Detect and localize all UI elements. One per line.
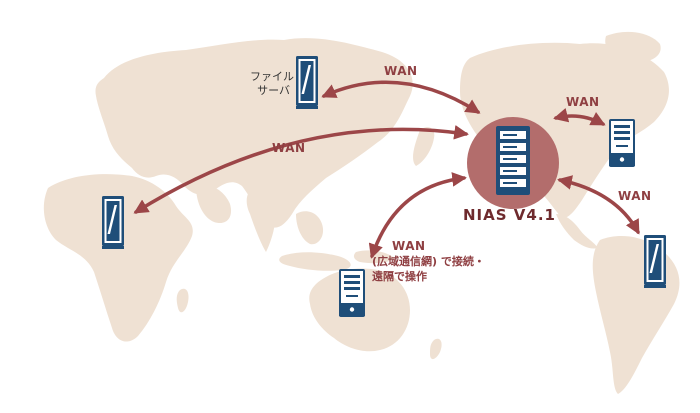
wan-arrow-europe <box>133 125 469 214</box>
file-server-label-line2: サーバ <box>257 84 290 97</box>
wan-note-line2: 遠隔で操作 <box>372 270 427 283</box>
wan-arrow-southamerica <box>557 175 640 235</box>
land-madagascar <box>176 288 189 313</box>
europe-server-icon <box>102 196 124 249</box>
australia-server-icon <box>338 269 366 317</box>
land-seasia <box>296 211 324 245</box>
server-rack-icon <box>496 126 530 195</box>
wan-label-europe: WAN <box>272 141 306 155</box>
land-africa <box>43 174 193 342</box>
wan-arrow-northamerica <box>553 108 606 126</box>
file-server-label: ファイル サーバ <box>250 70 294 98</box>
land-arabia <box>196 184 232 224</box>
wan-label-australia: WAN <box>392 239 426 253</box>
land-centralamerica <box>556 214 598 249</box>
land-greenland <box>605 31 661 63</box>
land-northamerica <box>460 42 669 218</box>
wan-label-fileserver: WAN <box>384 64 418 78</box>
wan-note-line1: (広域通信網) で接続・ <box>372 255 485 268</box>
land-newzealand <box>430 338 442 360</box>
file-server-label-line1: ファイル <box>250 70 294 83</box>
northamerica-server-icon <box>608 119 636 167</box>
land-southamerica <box>592 236 680 394</box>
land-india <box>246 191 276 252</box>
world-map <box>43 31 680 394</box>
southamerica-server-icon <box>644 235 666 288</box>
hub-title: NIAS V4.1 <box>463 206 556 224</box>
wan-arrow-australia <box>368 172 467 259</box>
file-server-icon <box>296 56 318 109</box>
land-indonesia <box>279 252 351 271</box>
wan-label-northamerica: WAN <box>566 95 600 109</box>
wan-arrow-fileserver <box>321 80 481 114</box>
land-japan <box>413 127 435 166</box>
wan-label-southamerica: WAN <box>618 189 652 203</box>
wan-note: (広域通信網) で接続・ 遠隔で操作 <box>372 254 485 284</box>
